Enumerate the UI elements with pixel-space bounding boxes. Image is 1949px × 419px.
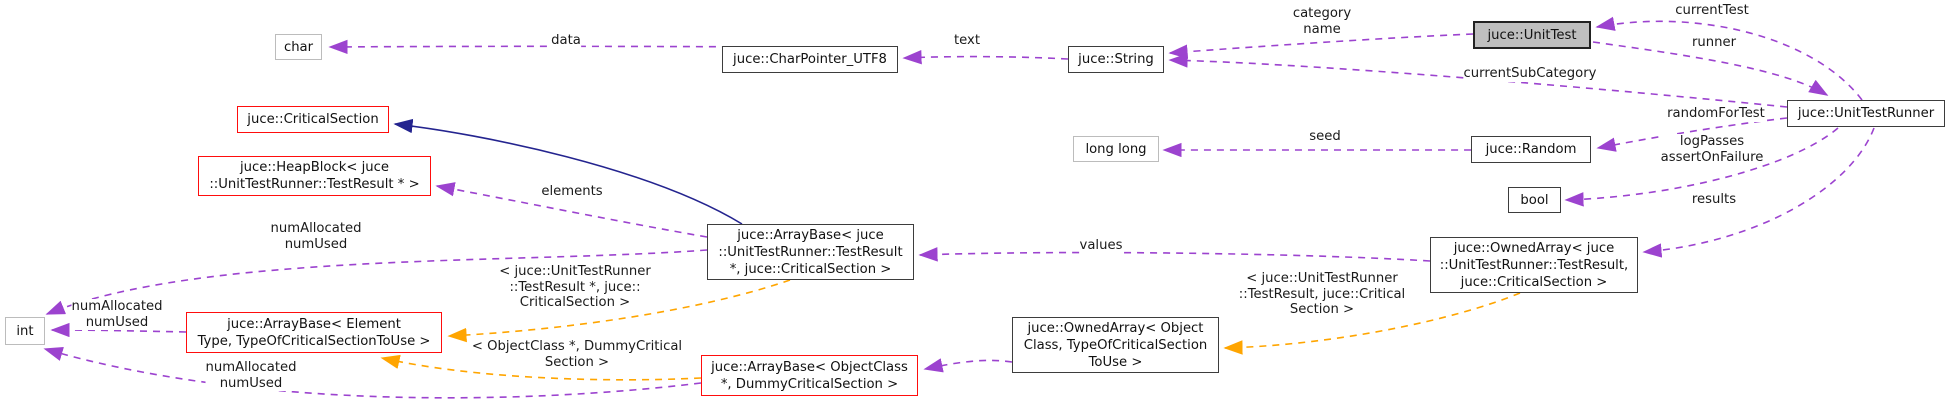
node-random[interactable]: juce::Random (1471, 136, 1591, 163)
edge-label-category-name: category name (1292, 6, 1352, 37)
edge-label-template-objectclass: < ObjectClass *, DummyCritical Section > (471, 339, 683, 370)
edge-template-testresult-ptr (447, 279, 791, 343)
node-bool: bool (1508, 187, 1561, 213)
edge-text (902, 50, 1069, 65)
node-int: int (5, 317, 45, 345)
edge-label-current-test: currentTest (1675, 3, 1749, 19)
node-unit-test-runner[interactable]: juce::UnitTestRunner (1787, 100, 1945, 127)
node-charpointer-utf8[interactable]: juce::CharPointer_UTF8 (722, 46, 898, 73)
node-char: char (275, 34, 322, 60)
edge-category-name (1168, 33, 1474, 59)
node-ownedarray-objectclass[interactable]: juce::OwnedArray< Object Class, TypeOfCr… (1012, 317, 1219, 373)
edge-label-results: results (1691, 192, 1737, 208)
edge-label-runner: runner (1691, 35, 1737, 51)
edge-values-top (918, 247, 1431, 262)
edge-label-num-allocated-upper: numAllocated numUsed (270, 221, 362, 252)
edge-template-objectclass (380, 354, 702, 381)
edge-label-seed: seed (1309, 129, 1341, 145)
node-arraybase-testresult[interactable]: juce::ArrayBase< juce ::UnitTestRunner::… (707, 224, 914, 280)
edge-label-data: data (551, 33, 581, 49)
node-arraybase-objectclass[interactable]: juce::ArrayBase< ObjectClass *, DummyCri… (701, 355, 918, 396)
edge-label-current-sub-category: currentSubCategory (1463, 66, 1597, 82)
edge-label-log-passes: logPasses assertOnFailure (1660, 134, 1764, 165)
node-heap-block[interactable]: juce::HeapBlock< juce ::UnitTestRunner::… (198, 156, 431, 196)
edge-log-passes (1564, 127, 1839, 207)
node-long-long: long long (1073, 136, 1159, 162)
edge-label-elements: elements (541, 184, 603, 200)
edge-inheritance-critical-section (393, 118, 743, 225)
edge-template-testresult (1223, 292, 1521, 355)
edge-label-text: text (953, 33, 981, 49)
edge-num-allocated-bottom (43, 347, 702, 399)
edge-runner (1592, 41, 1829, 96)
edge-label-template-testresult: < juce::UnitTestRunner ::TestResult, juc… (1238, 271, 1406, 318)
edge-num-allocated-upper (45, 249, 708, 315)
edge-current-sub-category (1168, 53, 1788, 108)
edge-label-random-for-test: randomForTest (1667, 106, 1765, 122)
edge-label-num-allocated-left: numAllocated numUsed (71, 299, 163, 330)
edge-label-num-allocated-bottom: numAllocated numUsed (205, 360, 297, 391)
edge-current-test (1595, 16, 1863, 101)
edge-values-bottom (923, 358, 1013, 373)
edge-random-for-test (1596, 117, 1788, 152)
edge-label-template-testresult-ptr: < juce::UnitTestRunner ::TestResult *, j… (499, 264, 651, 311)
node-unit-test: juce::UnitTest (1473, 21, 1591, 49)
edge-num-allocated-left (50, 322, 187, 338)
node-ownedarray-testresult[interactable]: juce::OwnedArray< juce ::UnitTestRunner:… (1430, 237, 1638, 293)
node-arraybase-element[interactable]: juce::ArrayBase< Element Type, TypeOfCri… (186, 312, 442, 353)
edge-label-values-top: values (1079, 238, 1123, 254)
node-string[interactable]: juce::String (1068, 46, 1164, 73)
node-critical-section[interactable]: juce::CriticalSection (237, 106, 389, 133)
